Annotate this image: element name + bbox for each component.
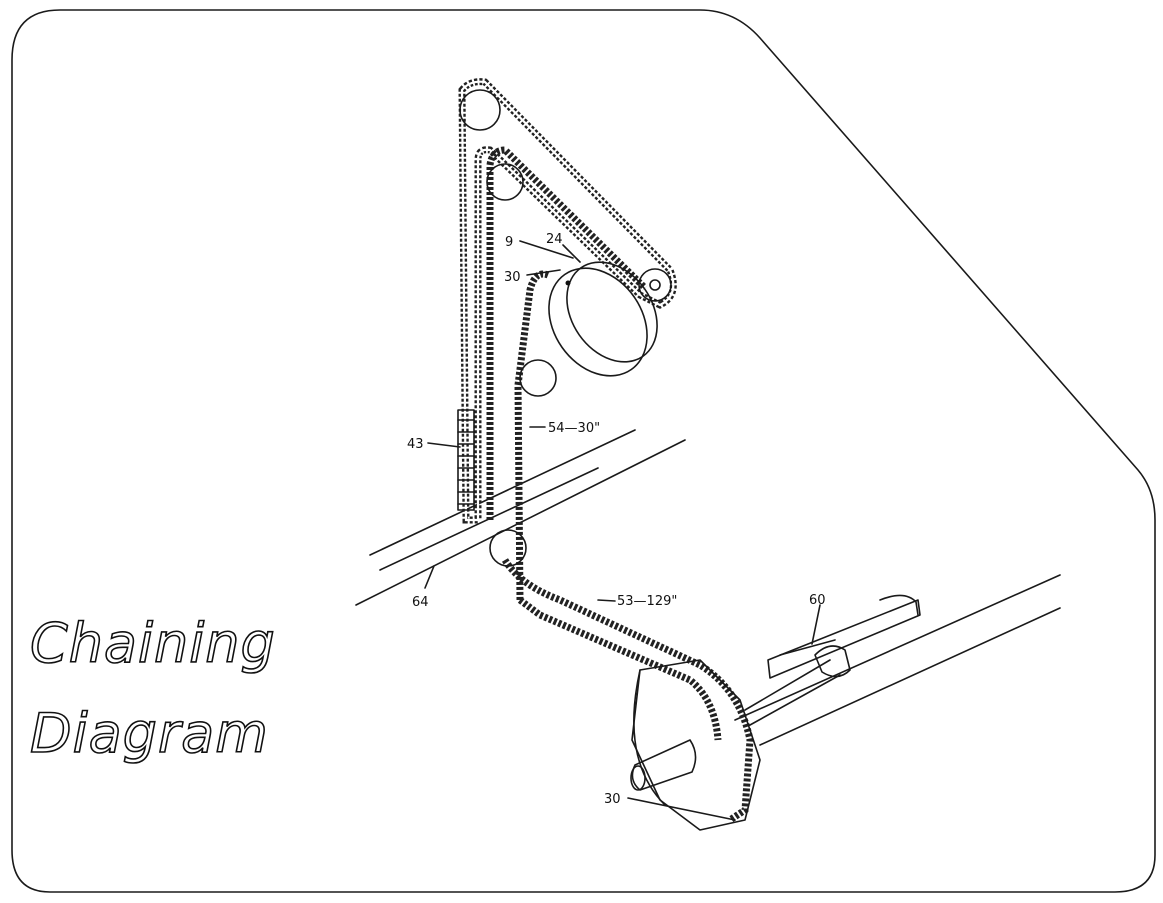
sprocket-top	[459, 89, 501, 131]
callout-9: 9	[505, 235, 513, 250]
clutch-disc	[548, 261, 658, 377]
sprocket-right	[638, 268, 672, 302]
drive-axle	[630, 659, 841, 791]
callout-30-bottom: 30	[604, 792, 621, 807]
chain-54	[486, 146, 648, 601]
title-line-2: Diagram	[30, 702, 269, 765]
callout-30-top: 30	[504, 270, 521, 285]
upper-chain-loop	[458, 78, 677, 524]
spring-stack-43	[457, 409, 475, 511]
idler-sprocket	[519, 359, 557, 397]
title-line-1: Chaining	[30, 612, 276, 675]
sprocket-upper-inner	[486, 163, 524, 201]
callout-24: 24	[546, 232, 563, 247]
callout-43: 43	[407, 437, 424, 452]
frame-rails	[355, 429, 1061, 746]
drive-sprocket-large	[631, 659, 761, 831]
chain-53	[501, 558, 754, 823]
callout-64: 64	[412, 595, 429, 610]
leader-lines	[424, 240, 821, 821]
bar-part-60	[767, 594, 921, 679]
diagram-frame	[11, 9, 1156, 893]
callout-54-30in: 54—30"	[548, 421, 600, 436]
callout-60: 60	[809, 593, 826, 608]
sprocket-lower	[489, 529, 527, 567]
callout-53-129in: 53—129"	[617, 594, 677, 609]
